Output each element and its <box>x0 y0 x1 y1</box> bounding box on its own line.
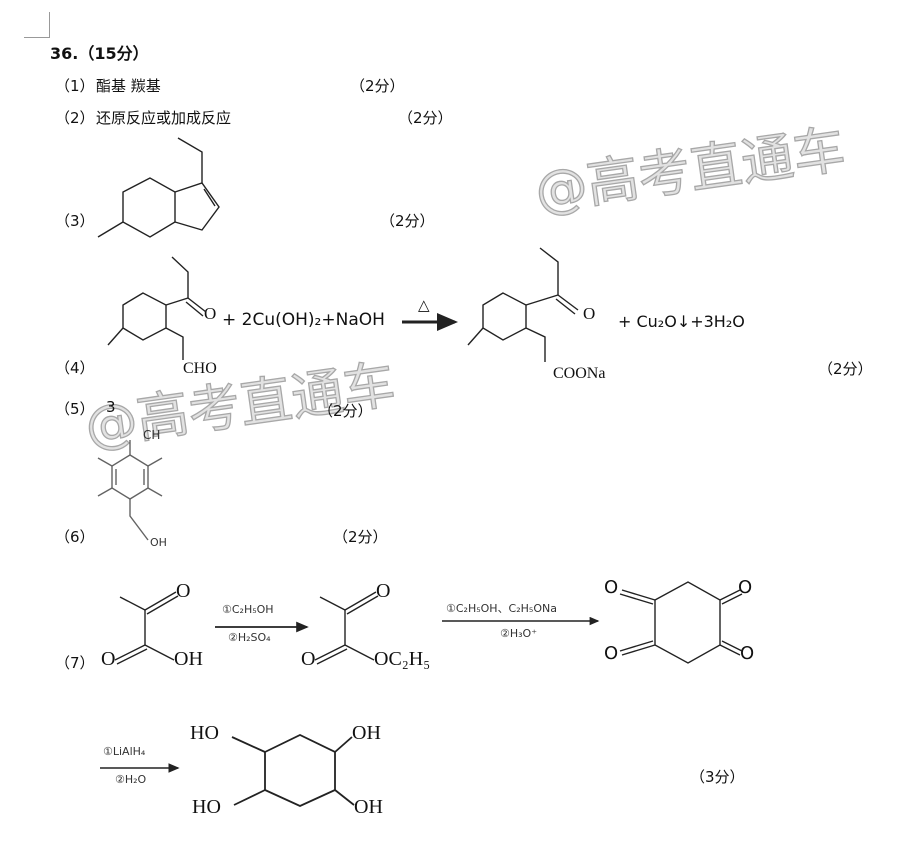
atom-o: O <box>740 643 755 664</box>
step2-above: ①C₂H₅OH、C₂H₅ONa <box>446 602 557 615</box>
carboxylate-group: COONa <box>553 365 606 382</box>
products: + Cu₂O↓+3H₂O <box>618 312 745 331</box>
step3-above: ①LiAlH₄ <box>103 745 146 758</box>
atom-ho: HO <box>190 722 219 744</box>
item-7-score: （3分） <box>690 768 745 786</box>
step3-below: ②H₂O <box>115 773 147 786</box>
step1-below: ②H₂SO₄ <box>228 631 271 644</box>
atom-oh: OH <box>354 796 383 818</box>
question-score: （15分） <box>78 44 149 63</box>
atom-o: O <box>583 304 596 323</box>
atom-o: O <box>738 577 753 598</box>
structure-7-ester <box>314 591 379 665</box>
structure-3 <box>97 137 220 238</box>
item-2-label: （2） <box>55 109 95 127</box>
heat-condition: △ <box>418 296 430 314</box>
item-7-label: （7） <box>55 654 95 672</box>
item-2-answer: 还原反应或加成反应 <box>96 109 232 127</box>
atom-o: O <box>204 304 217 323</box>
group-top: CH <box>143 428 161 442</box>
group-bottom: OH <box>150 536 167 549</box>
reagents: + 2Cu(OH)₂+NaOH <box>222 310 385 330</box>
item-6-label: （6） <box>55 528 95 546</box>
item-4-label: （4） <box>55 359 95 377</box>
atom-oh: OH <box>174 648 203 670</box>
item-1-label: （1） <box>55 77 95 95</box>
structure-4-reactant <box>107 256 207 360</box>
item-5-label: （5） <box>55 400 95 418</box>
item-6-score: （2分） <box>333 528 388 546</box>
atom-o: O <box>604 643 619 664</box>
structure-7-tetrone <box>619 581 743 664</box>
aldehyde-group: CHO <box>183 360 217 377</box>
item-2-score: （2分） <box>398 109 453 127</box>
item-1-answer: 酯基 羰基 <box>96 77 161 95</box>
item-3-label: （3） <box>55 212 95 230</box>
structure-7-tetrol <box>231 733 355 807</box>
atom-ho: HO <box>192 796 221 818</box>
item-5-score: （2分） <box>318 402 373 420</box>
page-corner-mark <box>24 12 50 38</box>
structure-4-product <box>467 247 579 362</box>
item-5-answer: 3 <box>106 398 116 416</box>
atom-o: O <box>176 580 191 602</box>
structure-7-pyruvic-acid <box>114 591 179 665</box>
question-number: 36. <box>50 44 79 63</box>
item-4-score: （2分） <box>818 360 873 378</box>
item-3-score: （2分） <box>380 212 435 230</box>
step2-below: ②H₃O⁺ <box>500 627 538 640</box>
atom-oh: OH <box>352 722 381 744</box>
atom-oet: OC₂H₅ <box>374 648 431 670</box>
step1-above: ①C₂H₅OH <box>222 603 274 616</box>
item-1-score: （2分） <box>350 77 405 95</box>
atom-o: O <box>101 648 116 670</box>
question-header: 36.（15分） <box>50 40 149 64</box>
atom-o: O <box>301 648 316 670</box>
atom-o: O <box>604 577 619 598</box>
structure-6 <box>97 440 163 541</box>
atom-o: O <box>376 580 391 602</box>
